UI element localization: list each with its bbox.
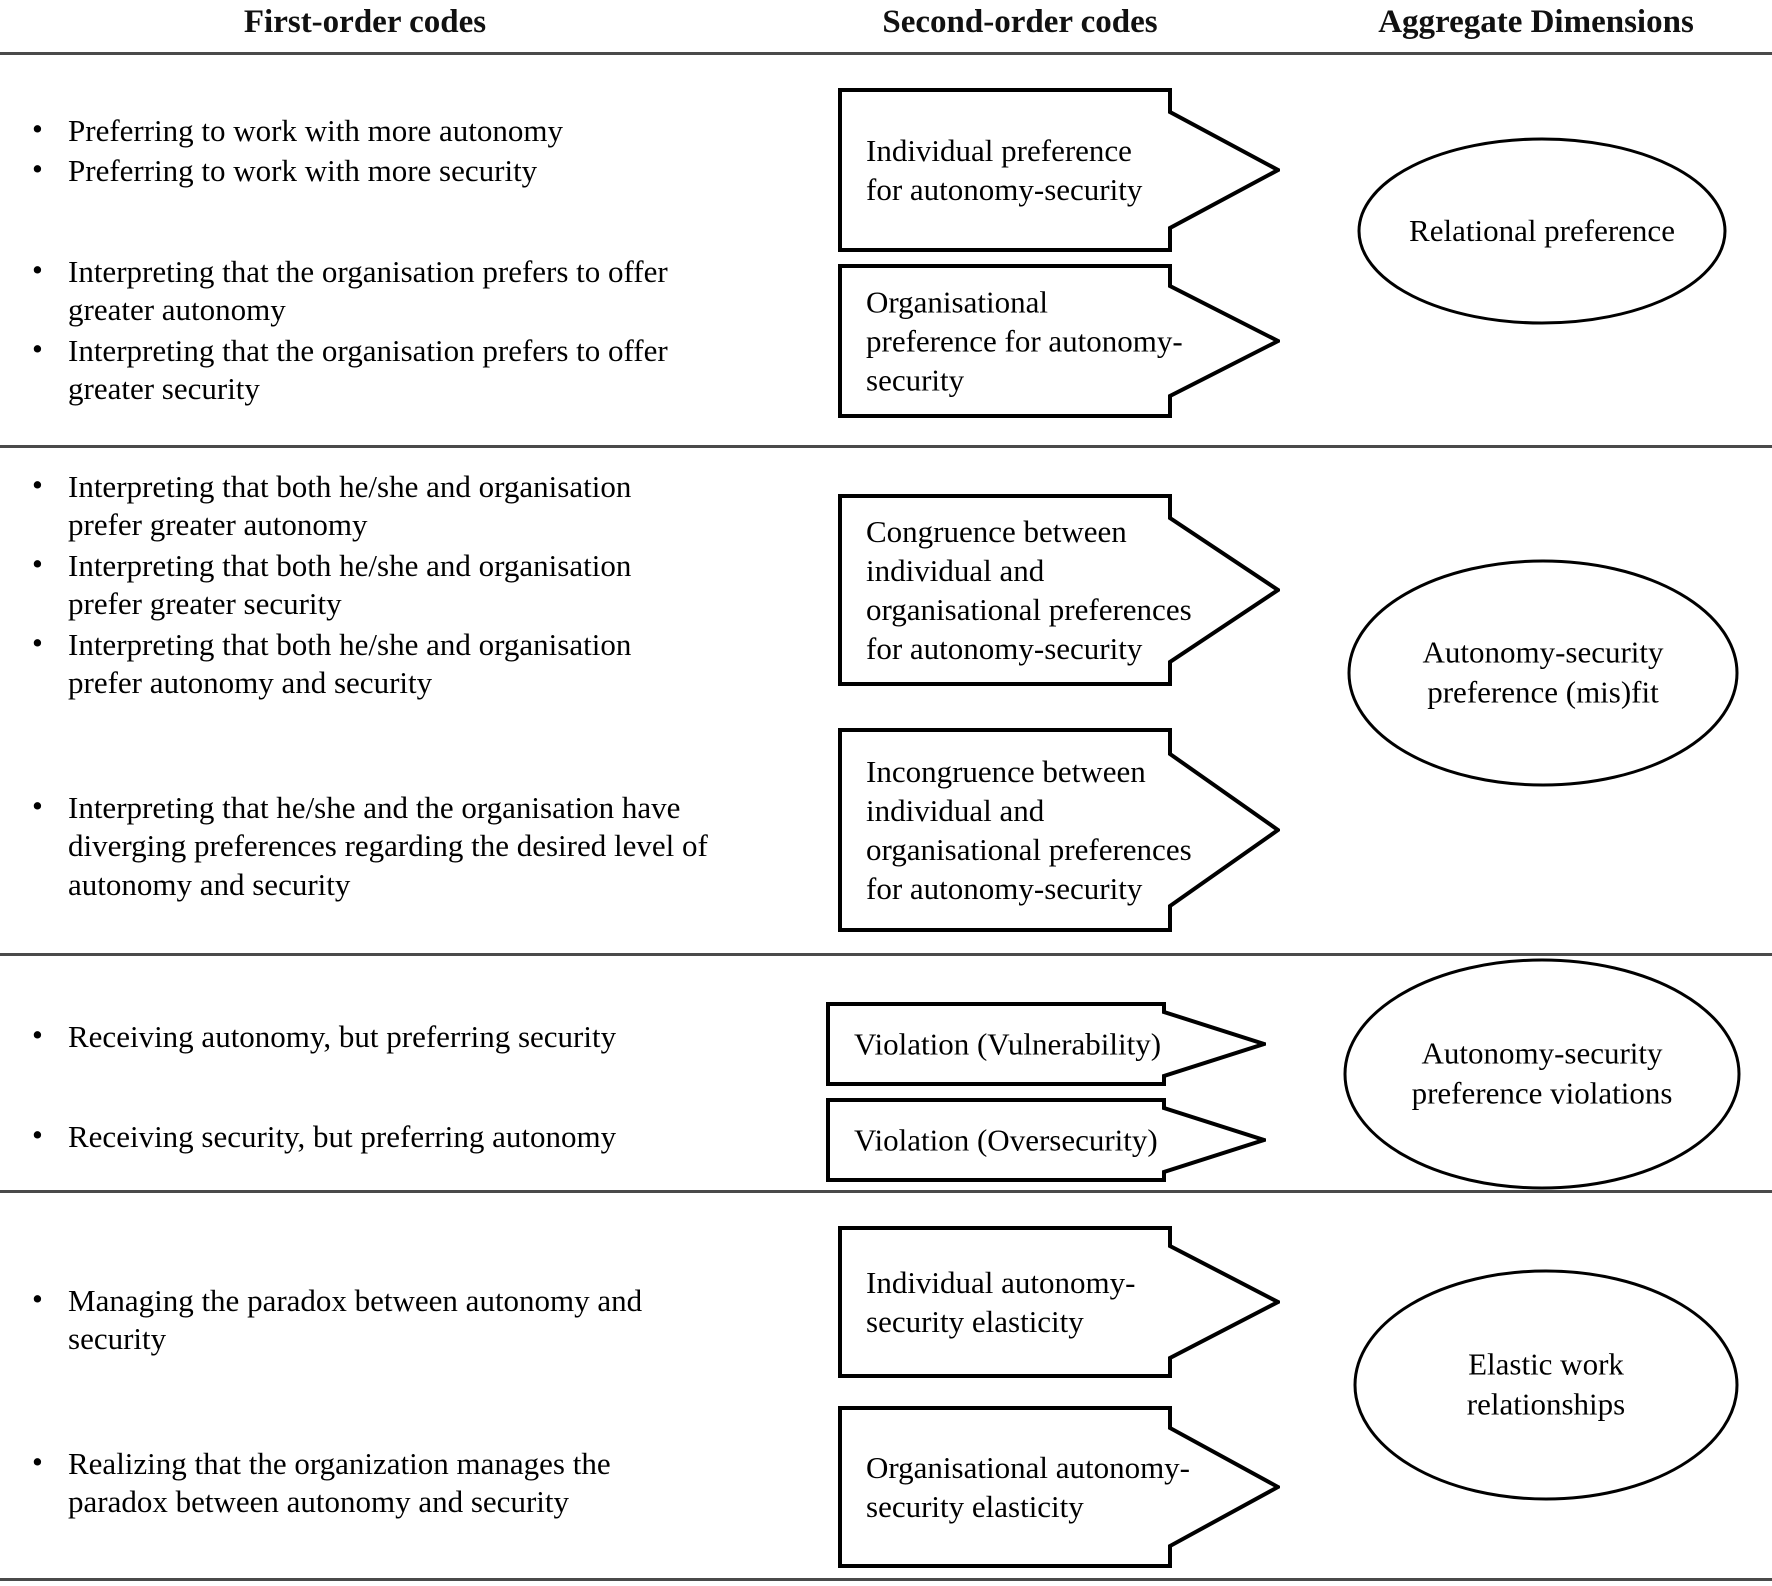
first-order-list-section-3: • Receiving autonomy, but preferring sec… bbox=[22, 1017, 712, 1159]
first-order-list-section-4: • Managing the paradox between autonomy … bbox=[22, 1281, 712, 1524]
aggregate-dimension-autonomy-security-preference-misfit: Autonomy-security preference (mis)fit bbox=[1346, 558, 1740, 788]
bullet-icon: • bbox=[32, 1117, 43, 1153]
bullet-icon: • bbox=[32, 545, 43, 581]
column-header-aggregate-dimensions: Aggregate Dimensions bbox=[1378, 4, 1694, 40]
first-order-item-label: Interpreting that he/she and the organis… bbox=[68, 789, 708, 902]
column-header-second-order-codes: Second-order codes bbox=[882, 4, 1158, 40]
arrow-shape-icon bbox=[838, 262, 1280, 420]
divider-section-1-2 bbox=[0, 445, 1772, 448]
first-order-item-label: Receiving security, but preferring auton… bbox=[68, 1119, 617, 1155]
second-order-arrow-congruence: Congruence between individual and organi… bbox=[838, 492, 1280, 688]
second-order-arrow-label: Congruence between individual and organi… bbox=[866, 513, 1192, 667]
arrow-shape-icon bbox=[838, 86, 1280, 254]
first-order-item: • Interpreting that both he/she and orga… bbox=[22, 545, 712, 624]
second-order-arrow-individual-elasticity: Individual autonomy- security elasticity bbox=[838, 1224, 1280, 1380]
first-order-item-label: Realizing that the organization manages … bbox=[68, 1445, 611, 1520]
first-order-item: • Receiving autonomy, but preferring sec… bbox=[22, 1017, 712, 1056]
first-order-item: • Interpreting that the organisation pre… bbox=[22, 330, 712, 409]
first-order-item: • Interpreting that both he/she and orga… bbox=[22, 624, 712, 703]
bullet-icon: • bbox=[32, 467, 43, 502]
aggregate-dimension-elastic-work-relationships: Elastic work relationships bbox=[1352, 1268, 1740, 1502]
first-order-item: • Interpreting that he/she and the organ… bbox=[22, 787, 712, 904]
divider-header bbox=[0, 52, 1772, 55]
bullet-icon: • bbox=[32, 787, 43, 823]
first-order-item: • Realizing that the organization manage… bbox=[22, 1443, 712, 1522]
bullet-icon: • bbox=[32, 1281, 43, 1316]
divider-section-3-4 bbox=[0, 1190, 1772, 1193]
first-order-item-label: Preferring to work with more security bbox=[68, 153, 538, 189]
ellipse-shape-icon bbox=[1346, 558, 1740, 788]
bullet-icon: • bbox=[32, 251, 43, 287]
aggregate-dimension-label: Relational preference bbox=[1409, 212, 1675, 248]
arrow-shape-icon bbox=[838, 1404, 1280, 1570]
arrow-shape-icon bbox=[826, 1000, 1266, 1088]
aggregate-dimension-label: Elastic work relationships bbox=[1466, 1346, 1626, 1422]
first-order-item-label: Interpreting that both he/she and organi… bbox=[68, 547, 632, 622]
aggregate-dimension-label: Autonomy-security preference violations bbox=[1411, 1035, 1673, 1111]
second-order-arrow-violation-oversecurity: Violation (Oversecurity) bbox=[826, 1096, 1266, 1184]
arrow-shape-icon bbox=[838, 492, 1280, 688]
first-order-list-section-2: • Interpreting that both he/she and orga… bbox=[22, 467, 712, 906]
first-order-item-label: Interpreting that the organisation prefe… bbox=[68, 253, 668, 328]
second-order-arrow-label: Organisational preference for autonomy- … bbox=[866, 284, 1183, 398]
first-order-item: • Receiving security, but preferring aut… bbox=[22, 1117, 712, 1156]
second-order-arrow-organisational-preference: Organisational preference for autonomy- … bbox=[838, 262, 1280, 420]
second-order-arrow-label: Violation (Vulnerability) bbox=[854, 1026, 1162, 1062]
divider-section-2-3 bbox=[0, 953, 1772, 956]
arrow-shape-icon bbox=[838, 726, 1280, 934]
ellipse-shape-icon bbox=[1356, 136, 1728, 326]
first-order-item-label: Interpreting that both he/she and organi… bbox=[68, 626, 632, 701]
second-order-arrow-individual-preference: Individual preference for autonomy-secur… bbox=[838, 86, 1280, 254]
first-order-item-label: Managing the paradox between autonomy an… bbox=[68, 1283, 643, 1357]
aggregate-dimension-autonomy-security-preference-violations: Autonomy-security preference violations bbox=[1342, 958, 1742, 1190]
second-order-arrow-label: Individual autonomy- security elasticity bbox=[866, 1264, 1136, 1339]
first-order-item: • Preferring to work with more autonomy bbox=[22, 111, 712, 150]
arrow-shape-icon bbox=[838, 1224, 1280, 1380]
second-order-arrow-label: Individual preference for autonomy-secur… bbox=[866, 132, 1143, 207]
first-order-item-label: Interpreting that both he/she and organi… bbox=[68, 469, 632, 543]
first-order-item-label: Receiving autonomy, but preferring secur… bbox=[68, 1019, 617, 1054]
ellipse-shape-icon bbox=[1352, 1268, 1740, 1502]
second-order-arrow-label: Incongruence between individual and orga… bbox=[866, 753, 1192, 907]
bullet-icon: • bbox=[32, 151, 43, 187]
first-order-item: • Managing the paradox between autonomy … bbox=[22, 1281, 712, 1359]
first-order-item-label: Interpreting that the organisation prefe… bbox=[68, 332, 668, 407]
divider-bottom bbox=[0, 1578, 1772, 1581]
first-order-item: • Preferring to work with more security bbox=[22, 151, 712, 190]
second-order-arrow-violation-vulnerability: Violation (Vulnerability) bbox=[826, 1000, 1266, 1088]
first-order-list-section-1: • Preferring to work with more autonomy … bbox=[22, 111, 712, 411]
bullet-icon: • bbox=[32, 330, 43, 366]
bullet-icon: • bbox=[32, 1443, 43, 1479]
first-order-item: • Interpreting that the organisation pre… bbox=[22, 251, 712, 330]
second-order-arrow-label: Violation (Oversecurity) bbox=[854, 1122, 1158, 1158]
column-header-first-order-codes: First-order codes bbox=[243, 4, 487, 40]
aggregate-dimension-label: Autonomy-security preference (mis)fit bbox=[1422, 634, 1664, 710]
second-order-arrow-organisational-elasticity: Organisational autonomy- security elasti… bbox=[838, 1404, 1280, 1570]
arrow-shape-icon bbox=[826, 1096, 1266, 1184]
bullet-icon: • bbox=[32, 111, 43, 146]
second-order-arrow-label: Organisational autonomy- security elasti… bbox=[866, 1449, 1191, 1524]
bullet-icon: • bbox=[32, 1017, 43, 1052]
second-order-arrow-incongruence: Incongruence between individual and orga… bbox=[838, 726, 1280, 934]
aggregate-dimension-relational-preference: Relational preference bbox=[1356, 136, 1728, 326]
first-order-item-label: Preferring to work with more autonomy bbox=[68, 113, 564, 148]
first-order-item: • Interpreting that both he/she and orga… bbox=[22, 467, 712, 545]
ellipse-shape-icon bbox=[1342, 958, 1742, 1190]
bullet-icon: • bbox=[32, 624, 43, 660]
